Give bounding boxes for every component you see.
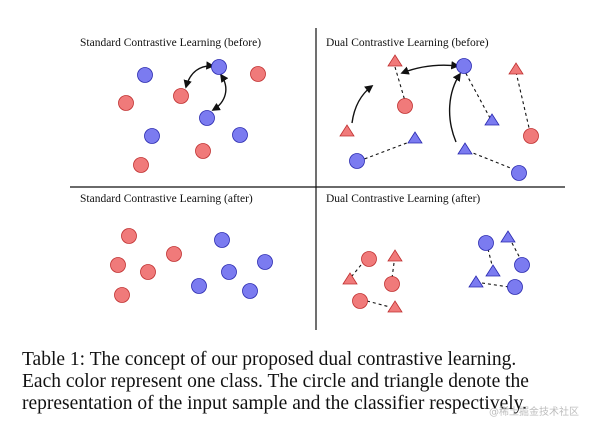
caption-line: Table 1: The concept of our proposed dua… <box>22 349 517 370</box>
blue-sample-point <box>211 59 227 75</box>
blue-sample-point <box>478 235 494 251</box>
blue-classifier-triangle <box>484 113 500 126</box>
dashed-link <box>481 282 510 288</box>
dashed-link <box>467 150 519 172</box>
blue-sample-point <box>199 110 215 126</box>
blue-sample-point <box>144 128 160 144</box>
red-sample-point <box>140 264 156 280</box>
concept-figure: Standard Contrastive Learning (before) D… <box>70 28 565 330</box>
dashed-link <box>487 248 493 266</box>
panel-standard-after <box>110 228 273 303</box>
red-classifier-triangle <box>387 249 403 262</box>
panel-standard-before <box>118 59 266 173</box>
red-sample-point <box>397 98 413 114</box>
panel-title-dual-before: Dual Contrastive Learning (before) <box>326 37 489 49</box>
red-sample-point <box>361 251 377 267</box>
panel-dual-after <box>342 230 530 313</box>
blue-sample-point <box>214 232 230 248</box>
red-sample-point <box>384 276 400 292</box>
red-classifier-triangle <box>387 54 403 67</box>
dashed-link <box>515 71 531 133</box>
dashed-link <box>366 300 391 308</box>
blue-sample-point <box>257 254 273 270</box>
swap-arrow <box>183 61 215 89</box>
red-sample-point <box>250 66 266 82</box>
red-sample-point <box>195 143 211 159</box>
blue-classifier-triangle <box>407 131 423 144</box>
panel-title-standard-after: Standard Contrastive Learning (after) <box>80 193 253 205</box>
blue-sample-point <box>221 264 237 280</box>
blue-classifier-triangle <box>468 275 484 288</box>
red-sample-point <box>133 157 149 173</box>
red-sample-point <box>166 246 182 262</box>
blue-sample-point <box>349 153 365 169</box>
red-sample-point <box>352 293 368 309</box>
swap-arrow <box>211 73 229 111</box>
blue-sample-point <box>191 278 207 294</box>
red-sample-point <box>118 95 134 111</box>
panel-dual-before <box>339 54 539 181</box>
red-classifier-triangle <box>342 272 358 285</box>
blue-sample-point <box>137 67 153 83</box>
dashed-link <box>511 242 522 261</box>
red-sample-point <box>173 88 189 104</box>
red-sample-point <box>523 128 539 144</box>
blue-classifier-triangle <box>500 230 516 243</box>
watermark-text: @稀土掘金技术社区 <box>489 407 579 418</box>
red-sample-point <box>110 257 126 273</box>
red-classifier-triangle <box>339 124 355 137</box>
blue-sample-point <box>511 165 527 181</box>
blue-sample-point <box>507 279 523 295</box>
blue-sample-point <box>514 257 530 273</box>
red-classifier-triangle <box>508 62 524 75</box>
red-sample-point <box>114 287 130 303</box>
dashed-link <box>351 264 362 277</box>
blue-classifier-triangle <box>457 142 473 155</box>
dashed-link <box>391 262 395 279</box>
caption-line: Each color represent one class. The circ… <box>22 371 529 392</box>
figure-caption: Table 1: The concept of our proposed dua… <box>22 349 612 415</box>
blue-sample-point <box>242 283 258 299</box>
blue-sample-point <box>456 58 472 74</box>
blue-sample-point <box>232 127 248 143</box>
swap-arrow <box>400 61 460 75</box>
panel-title-dual-after: Dual Contrastive Learning (after) <box>326 193 481 205</box>
dashed-link <box>462 67 491 119</box>
caption-line: representation of the input sample and t… <box>22 393 528 414</box>
pull-arrow <box>351 84 374 124</box>
panel-title-standard-before: Standard Contrastive Learning (before) <box>80 37 262 49</box>
red-classifier-triangle <box>387 300 403 313</box>
blue-classifier-triangle <box>485 264 501 277</box>
red-sample-point <box>121 228 137 244</box>
dashed-link <box>358 140 413 162</box>
pull-arrow <box>448 72 461 143</box>
